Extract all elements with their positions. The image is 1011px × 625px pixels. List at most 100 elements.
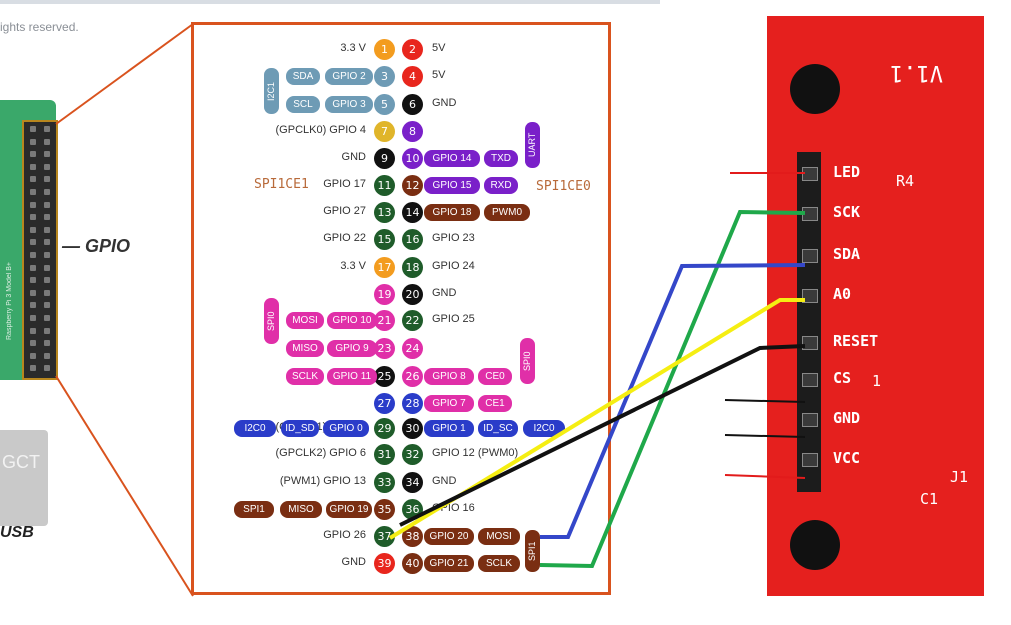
header-pin [30,302,36,309]
header-pin [44,226,50,233]
header-pin [44,327,50,334]
pin-29: 29 [374,418,395,439]
lcd-pin-reset: RESET [833,332,879,350]
header-pin [44,189,50,195]
pin-16-label: GPIO 23 [432,232,475,244]
pinout-panel [191,22,611,595]
pin-20: 20 [402,284,423,305]
header-pin [44,252,50,258]
pin-17-label: 3.3 V [340,260,366,272]
header-pin [44,176,50,183]
header-pin [30,151,36,158]
wire-sda [540,263,806,539]
header-pin [44,138,50,145]
pin-12: 12 [402,175,423,196]
lcd-silk-r4: R4 [896,172,915,190]
header-pin [30,289,36,296]
pin-function-tag: SDA [286,68,320,85]
pin-8: 8 [402,121,423,142]
lcd-pin-gnd: GND [833,409,861,427]
pin-7-label: (GPCLK0) GPIO 4 [275,124,366,136]
header-pin [30,226,36,233]
pin-2-label: 5V [432,42,446,54]
pin-31-label: (GPCLK2) GPIO 6 [275,447,366,459]
pin-function-tag: GPIO 1 [424,420,474,437]
lcd-header-pin [802,336,818,350]
lcd-pin-vcc: VCC [833,449,861,467]
header-pin [44,126,50,132]
lcd-header-pin [802,413,818,427]
header-pin [30,176,36,183]
pin-function-tag: GPIO 3 [325,96,373,113]
pin-function-tag: GPIO 8 [424,368,474,385]
header-pin [30,352,36,359]
lcd-pin-a0: A0 [833,285,852,303]
header-pin [30,163,36,170]
header-pin [44,163,50,170]
pin-24: 24 [402,338,423,359]
pin-37-label: GPIO 26 [323,529,366,541]
pin-function-tag: GPIO 2 [325,68,373,85]
pin-21: 21 [374,310,395,331]
pin-4: 4 [402,66,423,87]
header-pin [30,277,36,284]
lcd-header-pin [802,289,818,303]
wire-sck [539,209,806,569]
pin-34-label: GND [432,475,457,487]
header-pin [44,214,50,221]
header-pin [30,126,36,132]
wire-gnd [724,434,806,438]
header-pin [44,239,50,246]
header-pin [44,201,50,208]
pin-function-tag: I2C0 [523,420,565,437]
pin-function-tag: MOSI [286,312,324,329]
pin-3: 3 [374,66,395,87]
pin-17: 17 [374,257,395,278]
pin-15: 15 [374,229,395,250]
lcd-silk-c1: C1 [920,490,939,508]
header-pin [30,214,36,221]
pin-19: 19 [374,284,395,305]
gpio-label: — GPIO [62,236,131,256]
pin-22: 22 [402,310,423,331]
pin-1-label: 3.3 V [340,42,366,54]
pin-function-tag: RXD [484,177,518,194]
gpio-header [22,120,58,380]
pin-18-label: GPIO 24 [432,260,475,272]
pin-function-tag: TXD [484,150,518,167]
pin-function-tag: GPIO 9 [327,340,377,357]
lcd-header-pin [802,453,818,467]
pin-function-tag: MOSI [478,528,520,545]
pin-40: 40 [402,553,423,574]
pin-function-tag: GPIO 0 [323,420,369,437]
pin-34: 34 [402,472,423,493]
wire-a0 [388,298,805,540]
mounting-hole-bottom [790,520,840,570]
header-pin [30,201,36,208]
lcd-pin-led: LED [833,163,861,181]
pin-function-tag: SCLK [478,555,520,572]
pin-33-label: (PWM1) GPIO 13 [279,475,366,487]
lcd-silk-j1: J1 [950,468,969,486]
pin-26: 26 [402,366,423,387]
pin-28: 28 [402,393,423,414]
pin-27: 27 [374,393,395,414]
header-pin [30,252,36,258]
pin-function-tag: SPI1 [234,501,274,518]
wire-vcc [724,474,806,479]
copyright-text: ights reserved. [0,20,79,34]
pin-4-label: 5V [432,69,446,81]
pinout-callout-bottom [55,375,194,597]
header-pin [30,264,36,271]
pin-13-label: GPIO 27 [323,205,366,217]
pin-function-tag: GPIO 20 [424,528,474,545]
wire-reset [399,344,806,527]
pin-14: 14 [402,202,423,223]
pin-6: 6 [402,94,423,115]
header-pin [30,340,36,347]
lcd-pin-sda: SDA [833,245,861,263]
header-pin [44,365,50,372]
pinout-callout-top [55,23,194,125]
pin-33: 33 [374,472,395,493]
